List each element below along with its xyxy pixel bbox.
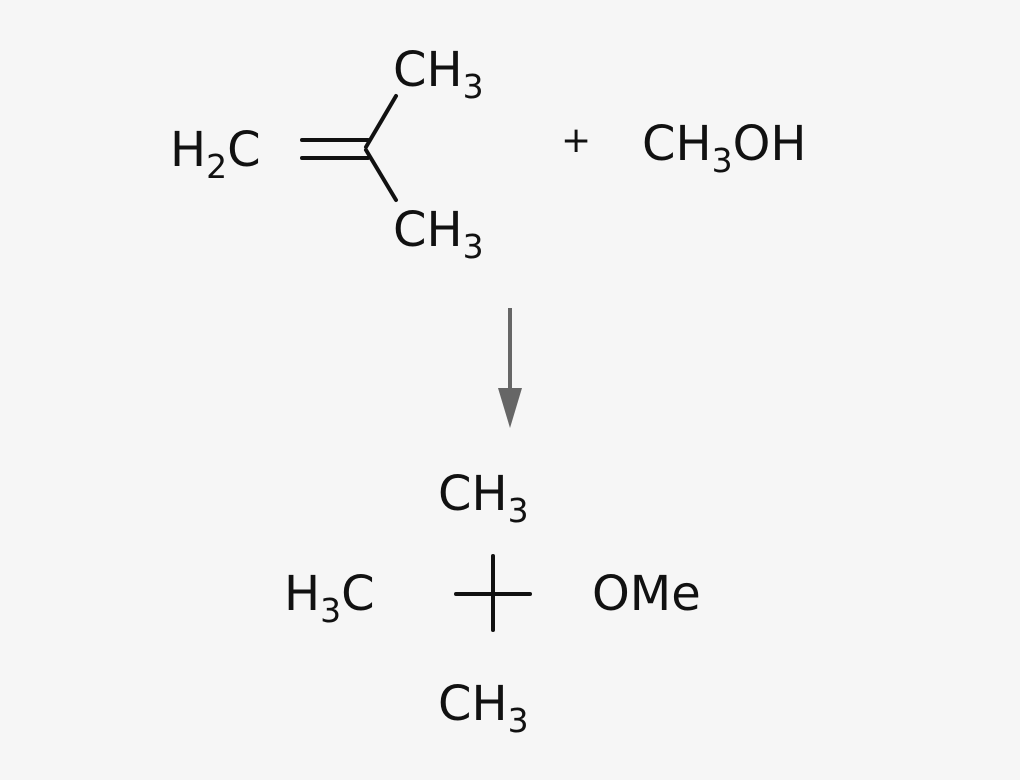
reaction-arrow [498, 308, 522, 428]
h2c-label: H2C [170, 122, 261, 186]
product-ch3-bottom-label: CH3 [438, 676, 529, 740]
mtbe-molecule: CH3 H3C OMe CH3 [284, 466, 701, 740]
bond-to-top-methyl [364, 94, 398, 149]
product-h3c-label: H3C [284, 566, 375, 630]
arrow-head [498, 388, 522, 428]
ch3-top-label: CH3 [393, 42, 484, 106]
methanol-label: CH3OH [642, 116, 806, 180]
plus-sign: + [561, 120, 591, 161]
product-ome-label: OMe [592, 566, 701, 622]
product-ch3-top-label: CH3 [438, 466, 529, 530]
bond-to-bottom-methyl [364, 148, 398, 202]
ch3-bottom-label: CH3 [393, 202, 484, 266]
isobutylene-molecule: H2C CH3 CH3 [170, 42, 484, 266]
